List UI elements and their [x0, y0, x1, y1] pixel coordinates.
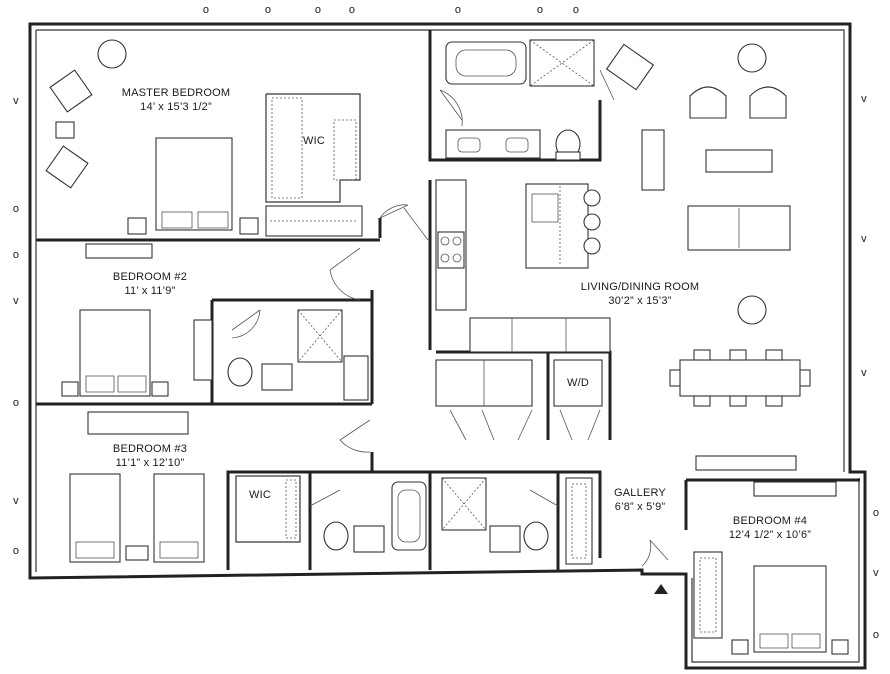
bedroom-4-dims: 12’4 1/2” x 10’6” — [729, 529, 811, 541]
vent-marker: v — [861, 233, 867, 245]
dining-table — [679, 359, 801, 397]
laundry-label: W/D — [567, 377, 589, 389]
bathtub-3 — [391, 481, 427, 551]
bedroom-3-furniture — [69, 411, 593, 565]
master-bedroom-furniture — [45, 39, 363, 237]
room-labels: MASTER BEDROOM 14’ x 15’3 1/2” WIC BEDRO… — [113, 87, 811, 541]
gallery-closet — [565, 477, 593, 565]
perimeter-markers: o o o o o o o v o o v o v o v v v o v o — [13, 4, 879, 641]
kitchen-fixtures — [435, 179, 611, 407]
exterior-walls — [28, 22, 867, 670]
wic-bed3-label: WIC — [249, 489, 271, 501]
vanity — [445, 129, 541, 159]
vent-marker: v — [13, 295, 19, 307]
master-bedroom-dims: 14’ x 15’3 1/2” — [140, 101, 212, 113]
column-marker: o — [13, 249, 19, 261]
vent-marker: v — [861, 93, 867, 105]
wic-master-label: WIC — [303, 135, 325, 147]
bed-4 — [753, 565, 827, 653]
column-marker: o — [455, 4, 461, 16]
bedroom-3-name: BEDROOM #3 — [113, 443, 187, 455]
column-marker: o — [873, 507, 879, 519]
bed-3b — [153, 473, 205, 563]
column-marker: o — [873, 629, 879, 641]
master-bed — [155, 137, 233, 231]
bedroom-2-name: BEDROOM #2 — [113, 271, 187, 283]
vent-marker: v — [13, 95, 19, 107]
living-dining-furniture — [605, 43, 811, 471]
column-marker: o — [13, 397, 19, 409]
entry-arrow-icon — [654, 584, 668, 594]
column-marker: o — [315, 4, 321, 16]
bedroom-4-name: BEDROOM #4 — [733, 515, 807, 527]
washer-dryer — [553, 359, 603, 407]
doors — [231, 69, 669, 567]
column-marker: o — [13, 545, 19, 557]
column-marker: o — [573, 4, 579, 16]
vent-marker: v — [861, 367, 867, 379]
column-marker: o — [265, 4, 271, 16]
gallery-name: GALLERY — [614, 487, 666, 499]
bedroom-2-dims: 11’ x 11’9” — [125, 285, 176, 297]
living-dining-dims: 30’2” x 15’3” — [608, 295, 671, 307]
column-marker: o — [203, 4, 209, 16]
column-marker: o — [13, 203, 19, 215]
vent-marker: v — [873, 567, 879, 579]
bedroom-4-closet — [693, 551, 723, 639]
vent-marker: v — [13, 495, 19, 507]
bedroom-4-furniture — [693, 481, 849, 655]
kitchen-island — [525, 183, 589, 269]
coffee-table — [641, 129, 665, 191]
living-dining-name: LIVING/DINING ROOM — [581, 281, 700, 293]
bedroom-3-dims: 11’1” x 12’10” — [116, 457, 185, 469]
gallery-dims: 6’8” x 5’9” — [615, 501, 666, 513]
bed-2 — [79, 309, 151, 397]
counter-bottom — [469, 317, 611, 353]
column-marker: o — [349, 4, 355, 16]
column-marker: o — [537, 4, 543, 16]
bathtub — [445, 41, 527, 85]
bedroom-2-furniture — [61, 243, 369, 401]
master-bath-fixtures — [445, 39, 595, 161]
master-bedroom-name: MASTER BEDROOM — [122, 87, 231, 99]
bed-3a — [69, 473, 121, 563]
